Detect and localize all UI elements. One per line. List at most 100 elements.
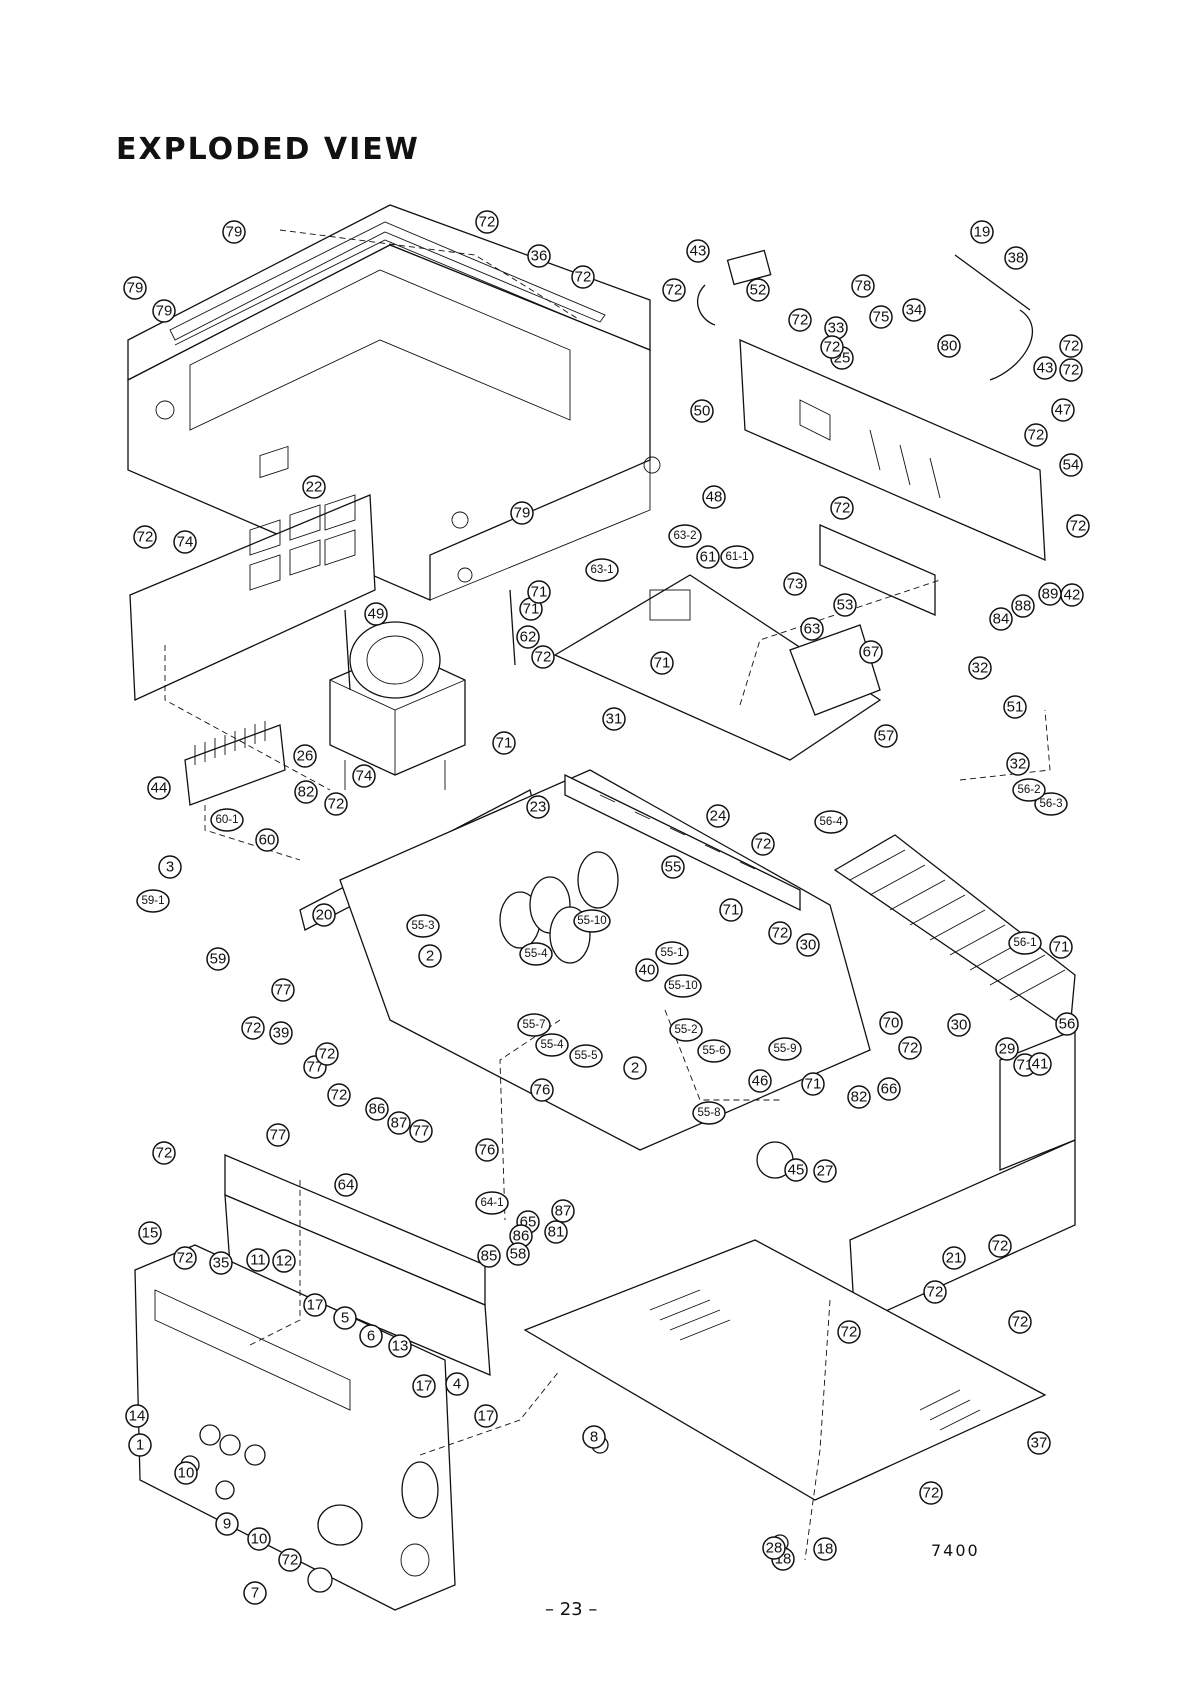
callout-number: 72 <box>1063 338 1080 355</box>
callout-number: 42 <box>1064 587 1081 604</box>
callout-11: 11 <box>246 1248 270 1272</box>
callout-number: 43 <box>1037 360 1054 377</box>
callout-32: 32 <box>1006 752 1030 776</box>
callout-number: 61 <box>700 549 717 566</box>
callout-35: 35 <box>209 1251 233 1275</box>
callout-24: 24 <box>706 804 730 828</box>
callout-72: 72 <box>923 1280 947 1304</box>
callout-12: 12 <box>272 1249 296 1273</box>
callout-number: 39 <box>273 1025 290 1042</box>
callout-number: 75 <box>873 309 890 326</box>
power-cord-and-antenna <box>696 249 1034 381</box>
callout-55-4: 55-4 <box>519 942 553 966</box>
callout-21: 21 <box>942 1246 966 1270</box>
callout-33: 33 <box>824 316 848 340</box>
callout-number: 24 <box>710 808 727 825</box>
callout-number: 20 <box>316 907 333 924</box>
callout-number: 72 <box>755 836 772 853</box>
callout-number: 84 <box>993 611 1010 628</box>
callout-57: 57 <box>874 724 898 748</box>
callout-number: 17 <box>307 1297 324 1314</box>
callout-number: 72 <box>824 339 841 356</box>
callout-71: 71 <box>801 1072 825 1096</box>
model-number: 7400 <box>931 1541 980 1560</box>
callout-54: 54 <box>1059 453 1083 477</box>
callout-number: 32 <box>972 660 989 677</box>
callout-86: 86 <box>509 1224 533 1248</box>
callout-79: 79 <box>222 220 246 244</box>
callout-number: 77 <box>275 982 292 999</box>
callout-number: 87 <box>391 1115 408 1132</box>
callout-72: 72 <box>327 1083 351 1107</box>
callout-71: 71 <box>1049 935 1073 959</box>
callout-number: 72 <box>1063 362 1080 379</box>
callout-22: 22 <box>302 475 326 499</box>
callout-61-1: 61-1 <box>720 545 754 569</box>
callout-number: 79 <box>226 224 243 241</box>
callout-17: 17 <box>474 1404 498 1428</box>
diagram-artwork <box>127 204 1076 1611</box>
callout-6: 6 <box>359 1324 383 1348</box>
callout-3: 3 <box>158 855 182 879</box>
callout-55-3: 55-3 <box>406 914 440 938</box>
callout-number: 71 <box>723 902 740 919</box>
callout-number: 72 <box>575 269 592 286</box>
callout-number: 23 <box>530 799 547 816</box>
callout-79: 79 <box>152 299 176 323</box>
callout-55-6: 55-6 <box>697 1039 731 1063</box>
callout-number: 72 <box>245 1020 262 1037</box>
callout-72: 72 <box>571 265 595 289</box>
callout-55-10: 55-10 <box>573 909 611 933</box>
callout-72: 72 <box>768 921 792 945</box>
callout-27: 27 <box>813 1159 837 1183</box>
callout-31: 31 <box>602 707 626 731</box>
callout-number: 19 <box>974 224 991 241</box>
callout-number: 55-5 <box>574 1050 597 1062</box>
callout-49: 49 <box>364 602 388 626</box>
callout-72: 72 <box>1059 358 1083 382</box>
callout-number: 2 <box>426 948 434 965</box>
callout-number: 13 <box>392 1338 409 1355</box>
callout-number: 22 <box>306 479 323 496</box>
callout-72: 72 <box>1066 514 1090 538</box>
callout-number: 73 <box>787 576 804 593</box>
page-title: EXPLODED VIEW <box>116 132 420 167</box>
callout-number: 1 <box>136 1437 144 1454</box>
callout-80: 80 <box>937 334 961 358</box>
callout-84: 84 <box>989 607 1013 631</box>
callout-number: 72 <box>666 282 683 299</box>
callout-64: 64 <box>334 1173 358 1197</box>
callout-55-10: 55-10 <box>664 974 702 998</box>
callout-number: 60 <box>259 832 276 849</box>
callout-79: 79 <box>123 276 147 300</box>
callout-number: 14 <box>129 1408 146 1425</box>
callout-number: 55-7 <box>522 1019 545 1031</box>
callout-number: 4 <box>453 1376 461 1393</box>
callout-81: 81 <box>544 1220 568 1244</box>
callout-number: 27 <box>817 1163 834 1180</box>
callout-87: 87 <box>551 1199 575 1223</box>
callout-number: 72 <box>137 529 154 546</box>
callout-48: 48 <box>702 485 726 509</box>
callout-73: 73 <box>783 572 807 596</box>
callout-number: 79 <box>514 505 531 522</box>
callout-72: 72 <box>152 1141 176 1165</box>
callout-number: 72 <box>792 312 809 329</box>
callout-77: 77 <box>266 1123 290 1147</box>
callout-number: 30 <box>951 1017 968 1034</box>
callout-60-1: 60-1 <box>210 808 244 832</box>
callout-72: 72 <box>1059 334 1083 358</box>
callout-number: 28 <box>766 1540 783 1557</box>
callout-number: 26 <box>297 748 314 765</box>
sub-pcb <box>553 574 882 761</box>
callout-9: 9 <box>215 1512 239 1536</box>
callout-78: 78 <box>851 274 875 298</box>
callout-number: 45 <box>788 1162 805 1179</box>
callout-number: 71 <box>531 584 548 601</box>
callout-60: 60 <box>255 828 279 852</box>
callout-number: 55-3 <box>411 920 434 932</box>
callout-number: 15 <box>142 1225 159 1242</box>
callout-number: 59-1 <box>141 895 164 907</box>
callout-number: 63-2 <box>673 530 696 542</box>
callout-72: 72 <box>173 1246 197 1270</box>
